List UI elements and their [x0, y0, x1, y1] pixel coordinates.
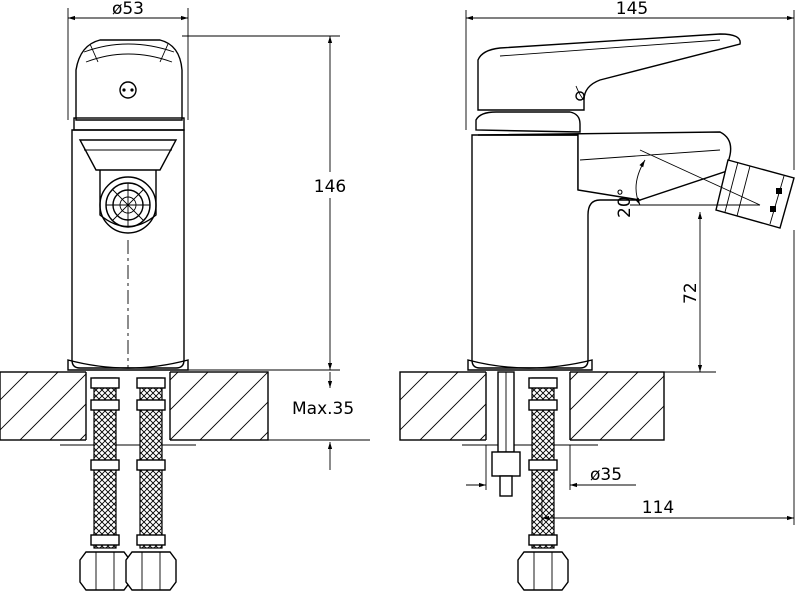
front-width-label: ø53: [112, 0, 144, 19]
front-height-label: 146: [314, 177, 346, 197]
dim-front-height: 146: [182, 35, 354, 371]
front-faucet-body: [67, 39, 189, 371]
front-spout-outlet: [78, 139, 178, 234]
spout-angle-label: 20°: [615, 188, 635, 218]
dim-front-width: ø53: [67, 0, 189, 120]
dim-spout-angle: 20°: [615, 149, 761, 218]
front-supply-hoses: [79, 377, 177, 591]
max-thickness-label: Max.35: [292, 399, 354, 419]
side-view: 20° 145 72: [399, 0, 795, 591]
side-spout-aerator: [715, 159, 795, 229]
hole-diameter-label: ø35: [590, 465, 622, 485]
side-faucet-body: [467, 33, 741, 371]
dim-spout-reach: 114: [541, 230, 795, 525]
spout-reach-label: 114: [642, 498, 674, 518]
side-supply-hose: [517, 377, 569, 591]
dim-max-thickness: Max.35: [268, 372, 370, 470]
side-length-label: 145: [616, 0, 648, 19]
dim-side-length: 145: [465, 0, 795, 170]
side-threaded-rod: [491, 371, 521, 497]
dim-spout-height: 72: [640, 212, 716, 373]
front-view: ø53 146 Max.35: [0, 0, 370, 591]
spout-height-label: 72: [681, 282, 701, 304]
dim-hole-diameter: ø35: [466, 445, 636, 490]
